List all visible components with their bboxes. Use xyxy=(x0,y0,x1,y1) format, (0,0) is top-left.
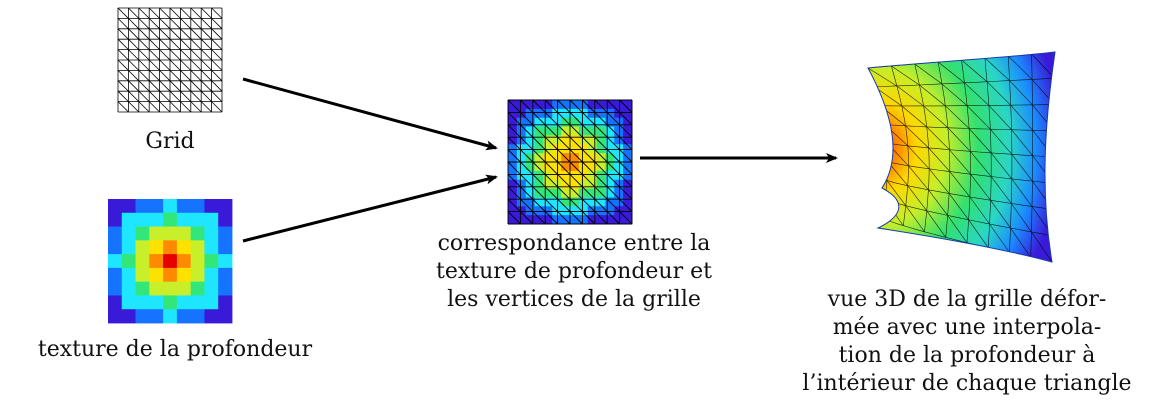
triangle-mesh-grid-icon xyxy=(117,7,223,113)
arrow-right-icon xyxy=(242,174,498,243)
correspondence-caption-line: les vertices de la grille xyxy=(447,287,701,312)
view3d-caption-line: l’intérieur de chaque triangle xyxy=(802,371,1132,396)
depth-texture-heatmap-icon xyxy=(108,199,233,324)
view3d-caption-line: mée avec une interpola- xyxy=(832,315,1102,340)
view3d-caption-line: tion de la profondeur à xyxy=(838,343,1096,368)
texture-grid-overlay-icon xyxy=(507,99,633,225)
depth-texture-caption: texture de la profondeur xyxy=(37,337,313,362)
correspondence-caption-line: correspondance entre la xyxy=(437,231,711,256)
arrow-right-icon xyxy=(242,77,498,151)
correspondence-caption-line: texture de profondeur et xyxy=(436,259,712,284)
view3d-caption-line: vue 3D de la grille défor- xyxy=(827,287,1107,312)
grid-caption: Grid xyxy=(145,129,195,154)
deformed-3d-mesh-icon xyxy=(867,51,1056,263)
correspondence-caption: correspondance entre la texture de profo… xyxy=(404,230,744,314)
view3d-caption: vue 3D de la grille défor- mée avec une … xyxy=(772,286,1162,398)
